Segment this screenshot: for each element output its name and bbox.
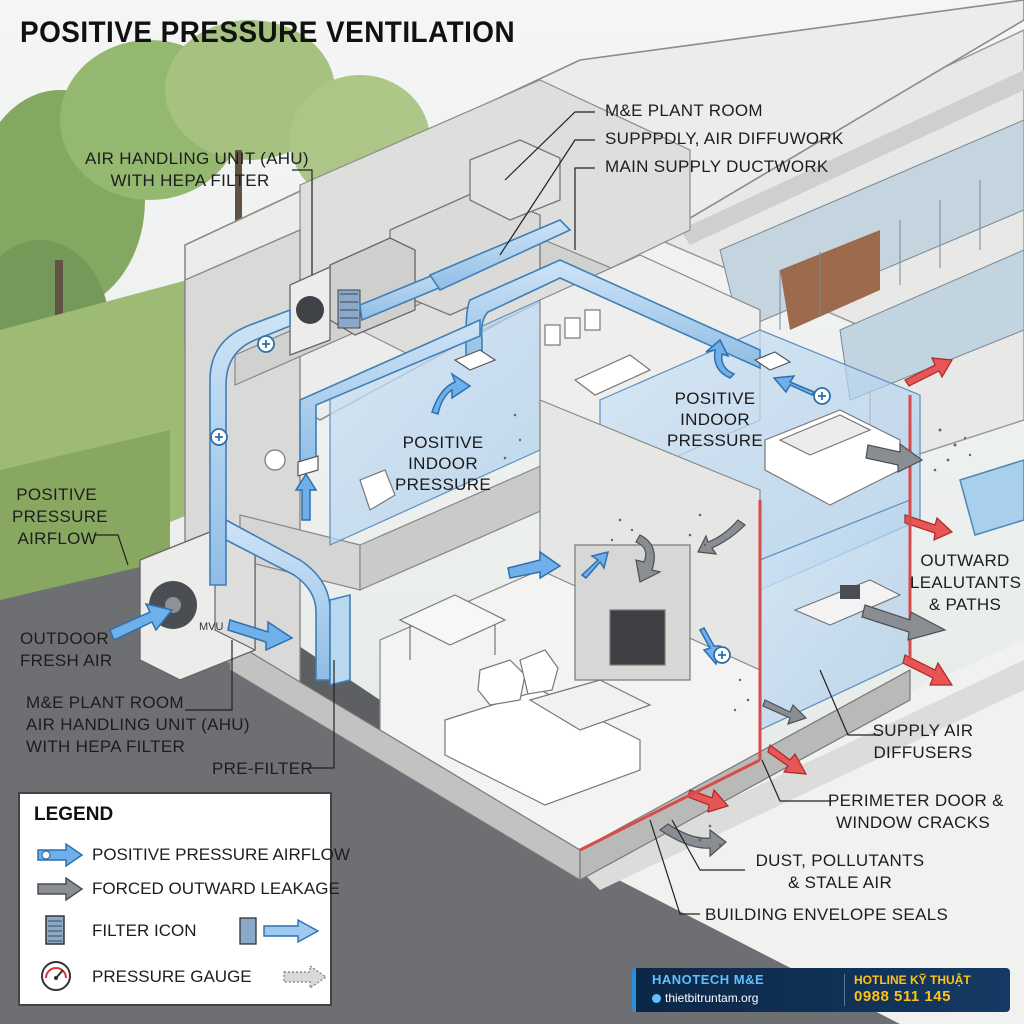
dotted-arrow-icon [283, 964, 328, 990]
legend-item-pressure-gauge: PRESSURE GAUGE [20, 960, 330, 994]
label-pre-filter: PRE-FILTER [212, 759, 313, 778]
leader-lines [95, 111, 880, 915]
dust-particles [503, 413, 972, 847]
label-pil-line1: POSITIVE [402, 433, 484, 452]
blue-arrow-icon [37, 842, 84, 868]
label-ppa-line1: POSITIVE [16, 485, 97, 504]
label-pir-line3: PRESSURE [667, 431, 763, 450]
label-pil-line2: INDOOR [408, 454, 478, 473]
label-perimeter-line2: WINDOW CRACKS [835, 813, 991, 832]
legend-box: LEGEND POSITIVE PRESSURE AIRFLOW FORCED … [18, 792, 350, 1006]
legend-title: LEGEND [34, 804, 114, 825]
unit-badge: MVU [199, 621, 224, 633]
label-outward-line2: LEALUTANTS [910, 573, 1022, 592]
label-main-supply-ductwork: MAIN SUPPLY DUCTWORK [605, 157, 829, 176]
brand-name: HANOTECH M&E [652, 972, 765, 987]
label-pir-line2: INDOOR [680, 410, 750, 429]
label-ppa-line3: AIRFLOW [17, 529, 97, 548]
page-title: POSITIVE PRESSURE VENTILATION [20, 16, 516, 49]
label-ahu-hepa-top-line1: AIR HANDLING UNIT (AHU) [85, 149, 309, 168]
legend-label-outward-leakage: FORCED OUTWARD LEAKAGE [92, 879, 340, 898]
legend-item-positive-airflow: POSITIVE PRESSURE AIRFLOW [20, 838, 350, 872]
ahu-equipment [289, 139, 561, 356]
label-dust-pollutants: DUST, POLLUTANTS & STALE AIR [750, 850, 930, 894]
label-me-ahu-line1: M&E PLANT ROOM [26, 693, 184, 712]
label-positive-pressure-airflow: POSITIVE PRESSURE AIRFLOW [12, 484, 108, 550]
label-outward-line3: & PATHS [928, 595, 1002, 614]
legend-item-outward-leakage: FORCED OUTWARD LEAKAGE [20, 872, 340, 906]
gray-arrow-icon [37, 876, 84, 902]
label-outward-line1: OUTWARD [920, 551, 1010, 570]
label-supply-air-diffusers: SUPPLY AIR DIFFUSERS [868, 720, 978, 764]
label-perimeter-line1: PERIMETER DOOR & [828, 791, 1004, 810]
hotline-phone[interactable]: 0988 511 145 [854, 988, 951, 1005]
label-building-envelope-seals: BUILDING ENVELOPE SEALS [705, 905, 949, 924]
label-ahu-hepa-top: AIR HANDLING UNIT (AHU) WITH HEPA FILTER [85, 148, 309, 192]
leakage-red-arrows [687, 357, 954, 813]
label-sad-line2: DIFFUSERS [873, 743, 973, 762]
legend-item-filter: FILTER ICON [20, 914, 330, 948]
label-positive-indoor-left: POSITIVE INDOOR PRESSURE [388, 432, 498, 495]
label-me-plant-room: M&E PLANT ROOM [605, 101, 763, 120]
legend-label-pressure-gauge: PRESSURE GAUGE [92, 967, 252, 986]
label-sad-line1: SUPPLY AIR [872, 721, 974, 740]
legend-label-filter: FILTER ICON [92, 921, 197, 940]
hotline-label: HOTLINE KỸ THUẬT [854, 973, 971, 987]
label-me-plant-ahu: M&E PLANT ROOM AIR HANDLING UNIT (AHU) W… [26, 692, 250, 758]
label-me-ahu-line2: AIR HANDLING UNIT (AHU) [26, 715, 250, 734]
leakage-gray-arrows [635, 442, 947, 858]
pressure-gauge-icon [41, 961, 71, 991]
label-ahu-hepa-top-line2: WITH HEPA FILTER [110, 171, 270, 190]
label-positive-indoor-right: POSITIVE INDOOR PRESSURE [660, 388, 770, 451]
label-dust-line1: DUST, POLLUTANTS [755, 851, 925, 870]
label-ppa-line2: PRESSURE [12, 507, 108, 526]
label-ofa-line2: FRESH AIR [20, 651, 113, 670]
label-dust-line2: & STALE AIR [787, 873, 893, 892]
label-pil-line3: PRESSURE [395, 475, 491, 494]
filter-icon [45, 915, 65, 945]
label-perimeter-cracks: PERIMETER DOOR & WINDOW CRACKS [828, 790, 1004, 834]
pressure-gauges [210, 335, 831, 664]
label-outdoor-fresh-air: OUTDOOR FRESH AIR [20, 628, 112, 672]
brand-banner: HANOTECH M&E thietbitruntam.org HOTLINE … [632, 968, 1010, 1012]
label-me-ahu-line3: WITH HEPA FILTER [26, 737, 186, 756]
label-pir-line1: POSITIVE [674, 389, 756, 408]
supply-diffusers [297, 349, 792, 477]
label-outward-leakage: OUTWARD LEALUTANTS & PATHS [910, 550, 1022, 616]
brand-divider [844, 974, 845, 1006]
brand-url-text: thietbitruntam.org [665, 991, 759, 1005]
filter-airflow-icon [239, 917, 320, 945]
brand-url: thietbitruntam.org [652, 991, 758, 1005]
label-ofa-line1: OUTDOOR [20, 629, 109, 648]
legend-label-positive-airflow: POSITIVE PRESSURE AIRFLOW [92, 845, 350, 864]
outdoor-unit: MVU [139, 529, 256, 681]
furniture [264, 309, 902, 806]
label-supply-air-diffuwork: SUPPPDLY, AIR DIFFUWORK [605, 129, 844, 148]
globe-icon [652, 994, 661, 1003]
